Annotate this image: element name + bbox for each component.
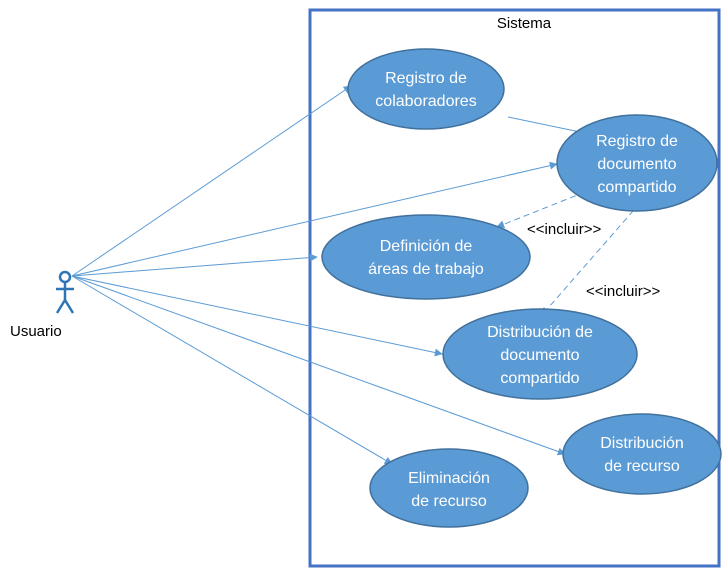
use-case-label: Eliminación [408, 470, 490, 487]
include-relations [496, 191, 641, 316]
use-case-label: Registro de [385, 70, 467, 87]
use-case-label: documento [597, 156, 676, 173]
assoc-distribucion-recurso [71, 275, 566, 456]
assoc-distribucion-documento [71, 275, 443, 357]
assoc-eliminacion-recurso [71, 275, 393, 465]
use-case-label: Distribución de [487, 324, 593, 341]
use-case-label: documento [500, 347, 579, 364]
use-case-label: de recurso [604, 458, 680, 475]
use-case-label: colaboradores [375, 93, 476, 110]
use-case-label: compartido [597, 179, 676, 196]
use-case-eliminacion-recurso[interactable]: Eliminación de recurso [369, 448, 529, 528]
include-arrow-definicion [496, 191, 586, 229]
use-case-label: Registro de [596, 133, 678, 150]
use-case-registro-colaboradores[interactable]: Registro de colaboradores [347, 48, 505, 130]
use-case-distribucion-recurso[interactable]: Distribución de recurso [562, 413, 722, 495]
system-title: Sistema [497, 15, 552, 32]
use-case-definicion-areas[interactable]: Definición de áreas de trabajo [321, 214, 531, 300]
use-case-label: de recurso [411, 493, 487, 510]
include-arrow-distribucion [541, 202, 641, 316]
use-case-label: áreas de trabajo [368, 261, 484, 278]
use-case-label: compartido [500, 370, 579, 387]
assoc-definicion-areas [71, 253, 318, 277]
use-case-label: Definición de [380, 238, 473, 255]
assoc-registro-colaboradores [71, 85, 352, 277]
system-boundary [308, 8, 721, 568]
stick-figure-icon [55, 270, 75, 314]
assoc-registro-documento [71, 161, 558, 277]
include-label-1: <<incluir>> [527, 221, 601, 238]
use-case-label: Distribución [600, 435, 684, 452]
use-case-registro-documento[interactable]: Registro de documento compartido [556, 114, 718, 212]
use-case-distribucion-documento[interactable]: Distribución de documento compartido [442, 308, 638, 400]
include-label-2: <<incluir>> [586, 283, 660, 300]
actor-label: Usuario [10, 323, 62, 340]
